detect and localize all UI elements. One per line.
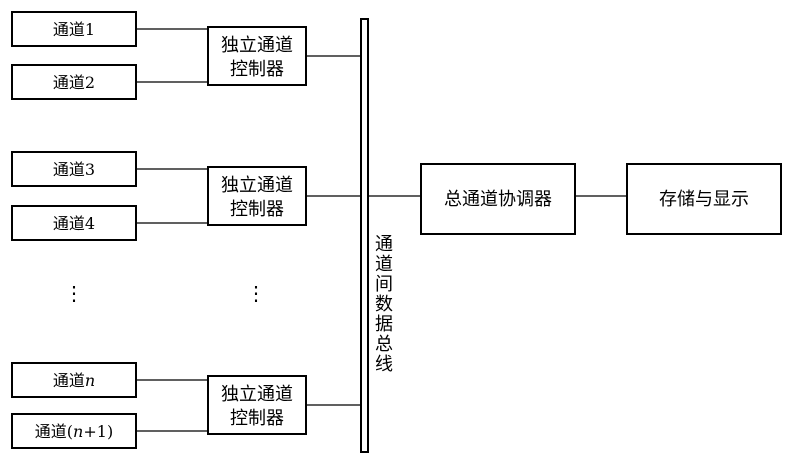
storage-display-label: 存储与显示 [659,189,749,210]
channel-2: 通道2 [11,64,137,100]
coordinator: 总通道协调器 [420,163,576,235]
data-bus-label-char: 总 [375,334,393,355]
channel-n-plus-1-suffix: +1) [83,422,113,441]
coordinator-label: 总通道协调器 [444,189,552,210]
channel-n: 通道n [11,362,137,398]
controller-1-line2: 控制器 [230,59,284,80]
channel-n-plus-1-var: n [73,422,83,441]
channel-1-box [11,11,137,47]
channel-3: 通道3 [11,151,137,187]
data-bus-label-char: 通 [375,234,393,255]
controller-2-line1: 独立通道 [221,175,293,196]
data-bus-label-char: 数 [375,294,393,315]
channel-ellipsis: ⋮ [64,281,84,305]
channel-1-label: 通道1 [53,20,95,39]
controller-1: 独立通道 控制器 [207,26,307,86]
channel-n-label: 通道n [53,371,95,390]
channel-n-plus-1-box [11,413,137,449]
data-bus-label-char: 线 [375,354,393,375]
channel-n-plus-1-prefix: 通道( [35,422,73,441]
channel-2-label: 通道2 [53,73,95,92]
controller-2-box [207,166,307,226]
data-bus-bar [360,18,369,453]
controller-1-box [207,26,307,86]
controller-ellipsis: ⋮ [246,281,266,305]
channel-4-label: 通道4 [53,214,95,233]
controller-2-line2: 控制器 [230,199,284,220]
channel-n-var: n [85,371,95,390]
channel-3-label: 通道3 [53,160,95,179]
storage-display: 存储与显示 [626,163,782,235]
channel-2-box [11,64,137,100]
channel-n-plus-1: 通道(n+1) [11,413,137,449]
channel-n-plus-1-label: 通道(n+1) [35,422,113,441]
controller-3: 独立通道 控制器 [207,375,307,435]
storage-display-box [626,163,782,235]
controller-3-line2: 控制器 [230,408,284,429]
data-bus-label: 通道间数据总线 [375,234,393,375]
data-bus-label-char: 据 [375,314,393,335]
data-bus-label-char: 道 [375,254,393,275]
controller-2: 独立通道 控制器 [207,166,307,226]
channel-3-box [11,151,137,187]
channel-4: 通道4 [11,205,137,241]
channel-n-box [11,362,137,398]
coordinator-box [420,163,576,235]
controller-3-box [207,375,307,435]
channel-1: 通道1 [11,11,137,47]
data-bus-label-char: 间 [375,274,393,295]
channel-n-prefix: 通道 [53,371,85,390]
controller-1-line1: 独立通道 [221,35,293,56]
controller-3-line1: 独立通道 [221,384,293,405]
